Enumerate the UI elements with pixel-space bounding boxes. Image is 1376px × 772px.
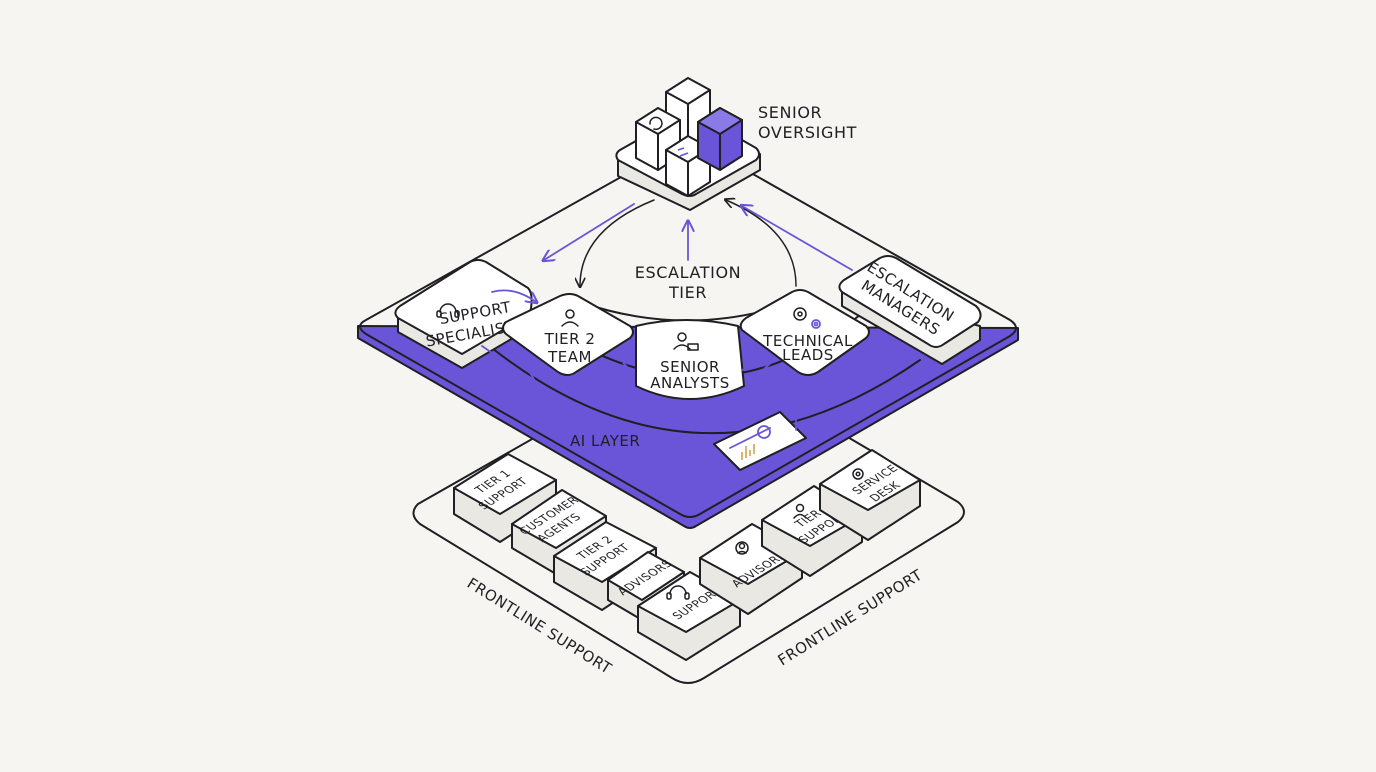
ai-chip-icon [659, 447, 715, 491]
people-icon [735, 541, 749, 555]
svg-text:TIER 2: TIER 2 [544, 330, 596, 348]
dashboard-card-icon[interactable] [713, 411, 807, 471]
headset-icon [436, 303, 460, 318]
svg-text:LEADS: LEADS [782, 346, 834, 364]
gears-icon [793, 307, 821, 329]
highlight-cube [697, 107, 743, 171]
ai-layer-label: AI LAYER [570, 432, 640, 450]
person-laptop-icon [673, 332, 699, 351]
bottom-block-service-desk[interactable]: SERVICE DESK [819, 449, 921, 541]
person-icon [561, 309, 579, 327]
senior-oversight-label-1: SENIOR [758, 103, 822, 122]
senior-oversight-label-2: OVERSIGHT [758, 123, 857, 142]
card-senior-analysts[interactable]: SENIOR ANALYSTS [635, 319, 745, 400]
bottom-block-tier2-support[interactable]: TIER 2 SUPPORT [553, 521, 657, 611]
svg-text:ANALYSTS: ANALYSTS [650, 374, 729, 392]
bottom-block-customer-agents[interactable]: CUSTOMER AGENTS [511, 489, 607, 575]
headset-icon [666, 585, 690, 600]
svg-text:SENIOR: SENIOR [660, 358, 720, 376]
senior-oversight-stack [615, 77, 761, 211]
bottom-block-tier1-support[interactable]: TIER 1 SUPPORT [453, 453, 557, 543]
gears-icon [852, 468, 864, 480]
card-technical-leads[interactable]: TECHNICAL LEADS [739, 289, 870, 376]
card-tier2-team[interactable]: TIER 2 TEAM [502, 293, 634, 376]
escalation-tier-label-2: TIER [668, 283, 707, 302]
svg-text:TEAM: TEAM [547, 348, 592, 366]
escalation-tier-label-1: ESCALATION [635, 263, 741, 282]
card-escalation-managers[interactable]: ESCALATION MANAGERS [838, 255, 982, 365]
svg-text:TECHNICAL: TECHNICAL [762, 332, 853, 350]
person-icon [793, 503, 807, 519]
